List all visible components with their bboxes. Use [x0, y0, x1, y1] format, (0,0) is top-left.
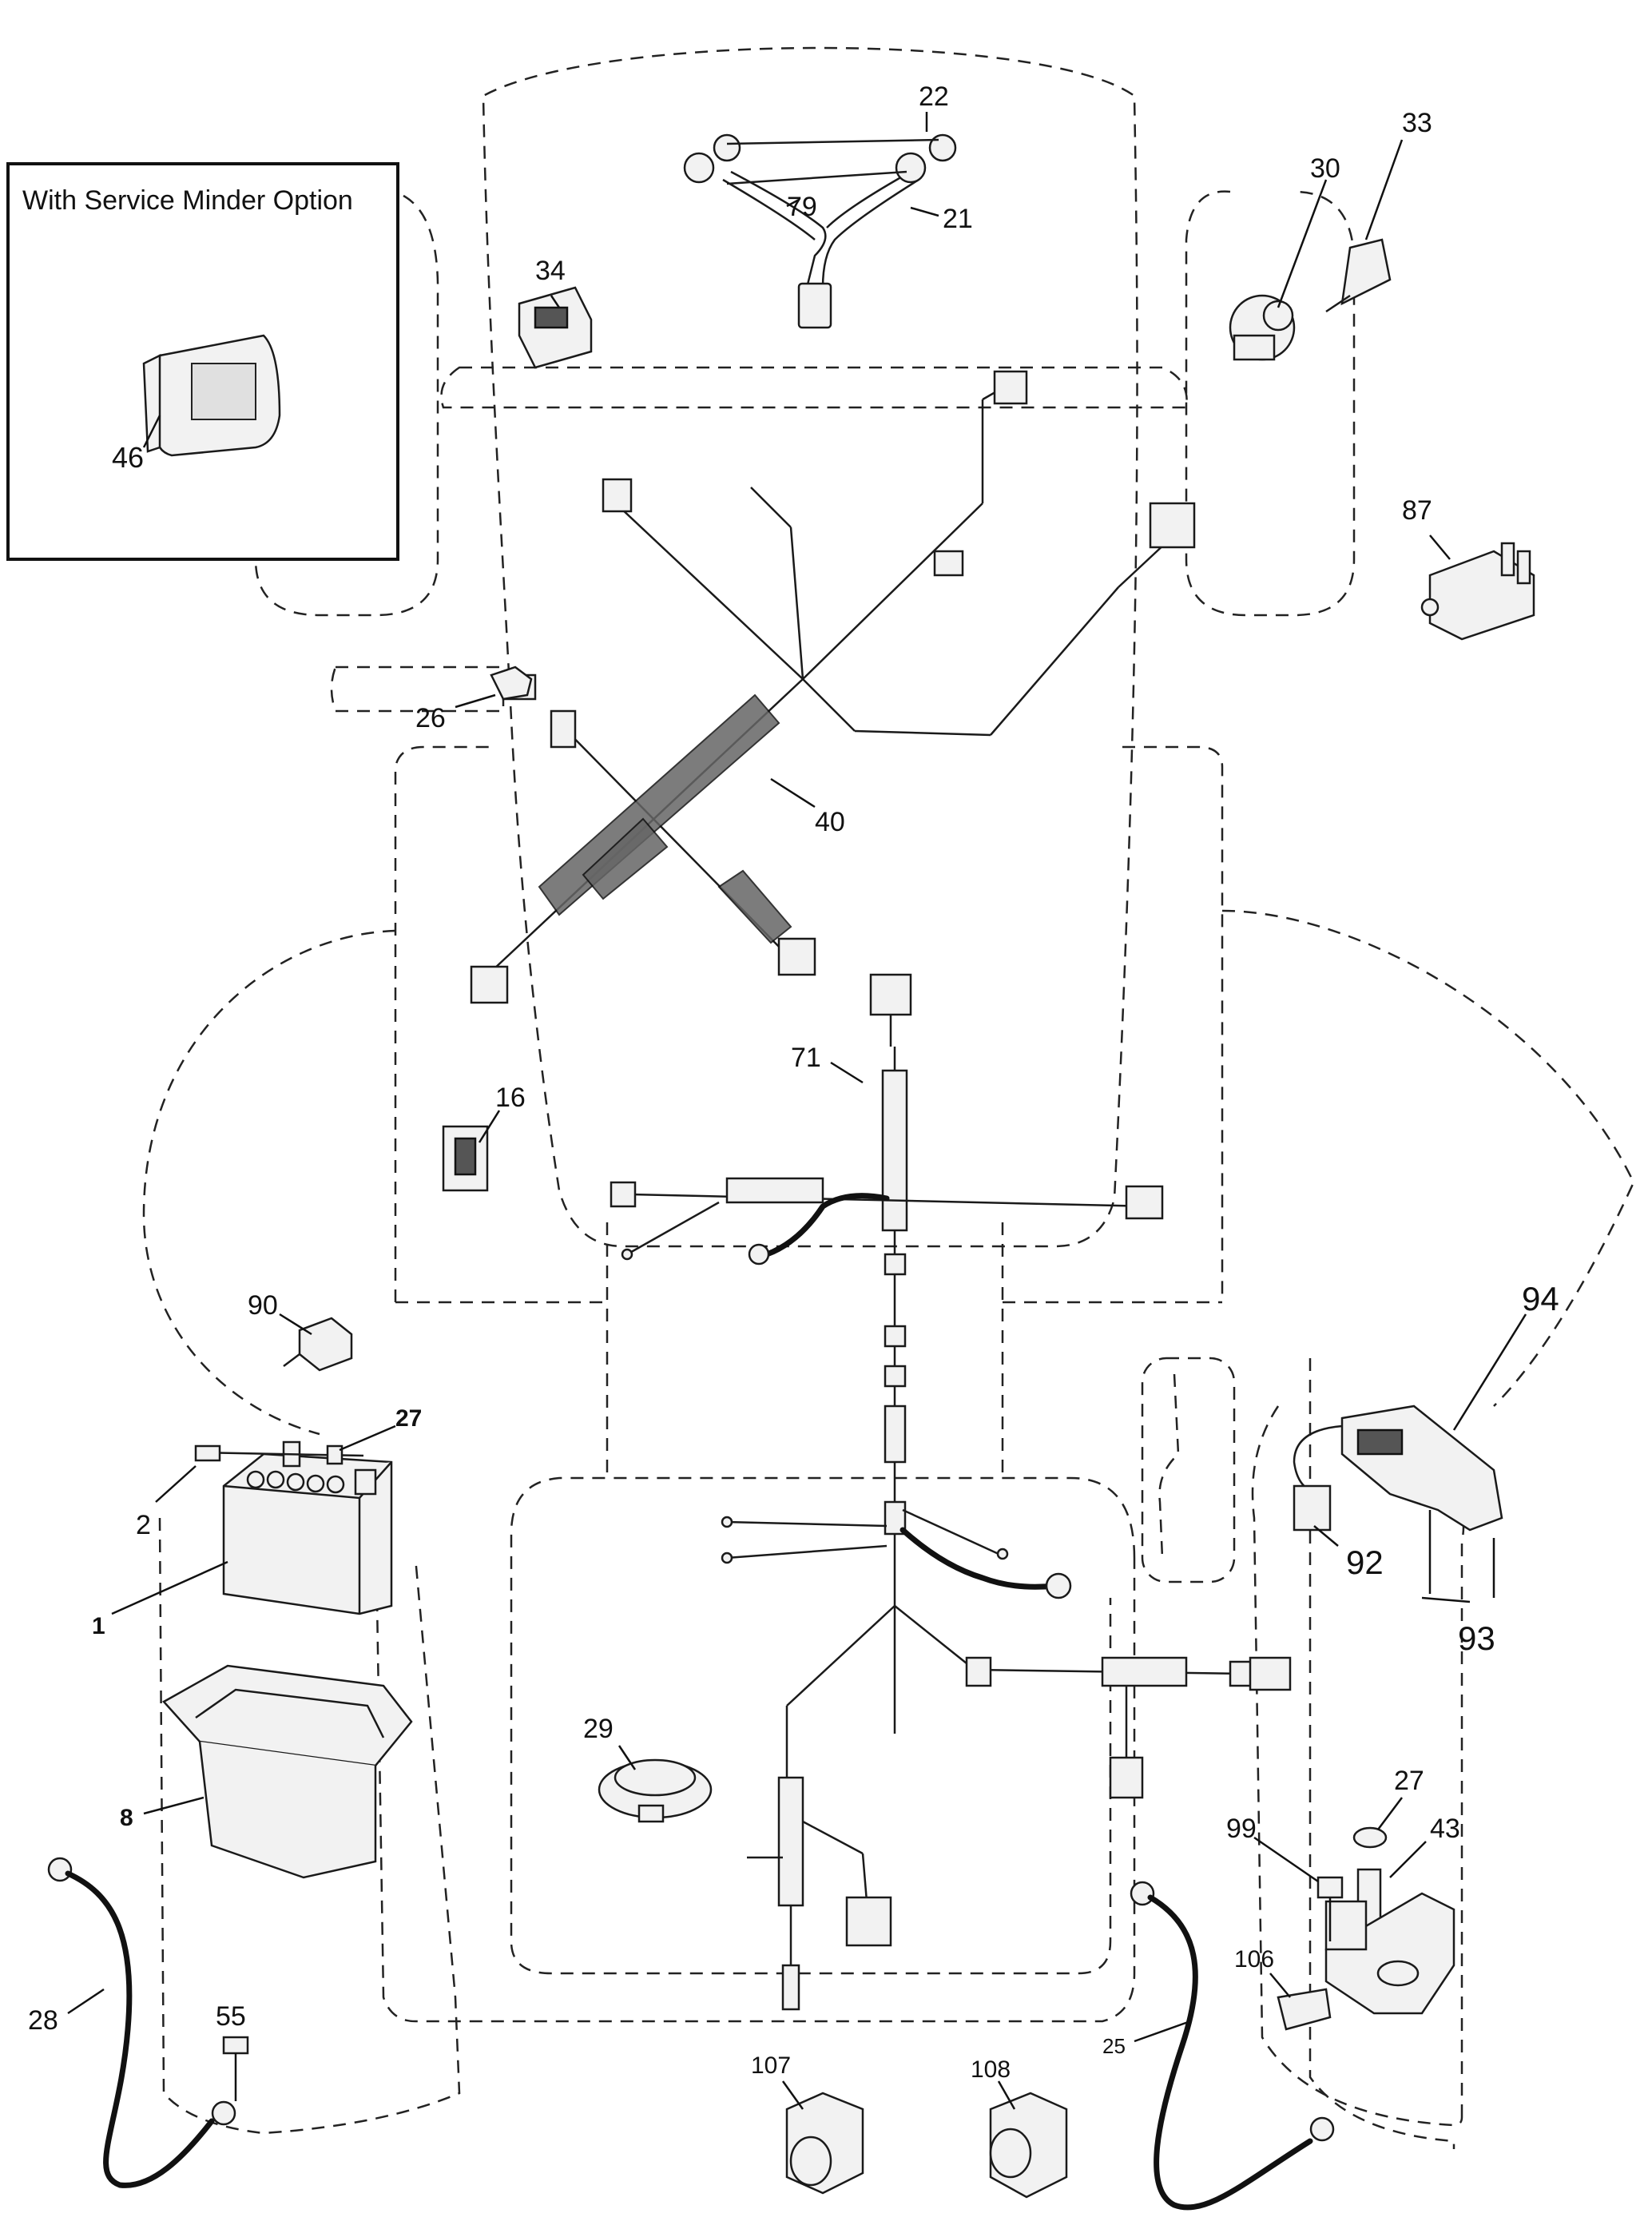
callout-21: 21 — [943, 204, 973, 234]
callout-2: 2 — [136, 1510, 151, 1540]
callout-79: 79 — [787, 192, 817, 222]
callout-27-battery: 27 — [395, 1405, 422, 1432]
battery-cable-28 — [47, 1857, 236, 2188]
fuse — [490, 666, 533, 701]
battery-tray — [162, 1664, 413, 1879]
switch-108 — [989, 2092, 1068, 2199]
battery — [194, 1440, 393, 1615]
ignition-switch — [1229, 294, 1296, 361]
ignition-key — [1325, 238, 1392, 313]
battery-cable-25 — [1130, 1881, 1335, 2211]
inset-title: With Service Minder Option — [22, 185, 353, 216]
seat-switch-16 — [442, 1125, 489, 1192]
callout-33: 33 — [1402, 108, 1432, 138]
callout-30: 30 — [1310, 153, 1340, 184]
callout-34: 34 — [535, 256, 566, 286]
callout-108: 108 — [971, 2056, 1011, 2083]
callout-90: 90 — [248, 1290, 278, 1321]
service-minder-display — [142, 334, 281, 457]
callout-25: 25 — [1102, 2034, 1126, 2058]
starter-solenoid-43 — [1324, 1826, 1455, 2015]
callout-labels: 22 79 21 34 30 33 87 26 40 71 16 90 94 2… — [28, 81, 1559, 2083]
callout-99: 99 — [1226, 1814, 1257, 1844]
callout-43: 43 — [1430, 1814, 1460, 1844]
callout-92: 92 — [1346, 1544, 1384, 1581]
callout-87: 87 — [1402, 495, 1432, 526]
leader-lines — [67, 112, 1527, 2110]
inset-part-label: 46 — [112, 441, 144, 474]
rear-harness — [610, 973, 1292, 2011]
callout-55: 55 — [216, 2001, 246, 2032]
callout-29: 29 — [583, 1714, 614, 1744]
callout-40: 40 — [815, 807, 845, 837]
headlight-harness — [683, 133, 957, 329]
main-harness — [470, 370, 1196, 1004]
callout-27-solenoid: 27 — [1394, 1766, 1424, 1796]
callout-107: 107 — [751, 2052, 791, 2079]
bolt-99 — [1316, 1876, 1344, 1941]
bolt-55 — [222, 2036, 249, 2101]
diode-90 — [283, 1317, 353, 1372]
callout-1: 1 — [92, 1613, 105, 1639]
switch-107 — [785, 2092, 864, 2195]
relay — [1420, 542, 1535, 641]
callout-26: 26 — [415, 703, 446, 733]
solenoid-94 — [1293, 1405, 1503, 1598]
callout-28: 28 — [28, 2005, 58, 2036]
pto-switch — [518, 286, 593, 369]
clip-106 — [1277, 1988, 1332, 2031]
callout-93: 93 — [1458, 1619, 1495, 1657]
callout-94: 94 — [1522, 1280, 1559, 1317]
callout-16: 16 — [495, 1083, 526, 1113]
service-minder-inset: With Service Minder Option 46 — [6, 162, 399, 561]
callout-106: 106 — [1234, 1946, 1274, 1973]
horn-29 — [598, 1758, 713, 1823]
callout-22: 22 — [919, 81, 949, 112]
callout-8: 8 — [120, 1805, 133, 1831]
callout-71: 71 — [791, 1043, 821, 1073]
